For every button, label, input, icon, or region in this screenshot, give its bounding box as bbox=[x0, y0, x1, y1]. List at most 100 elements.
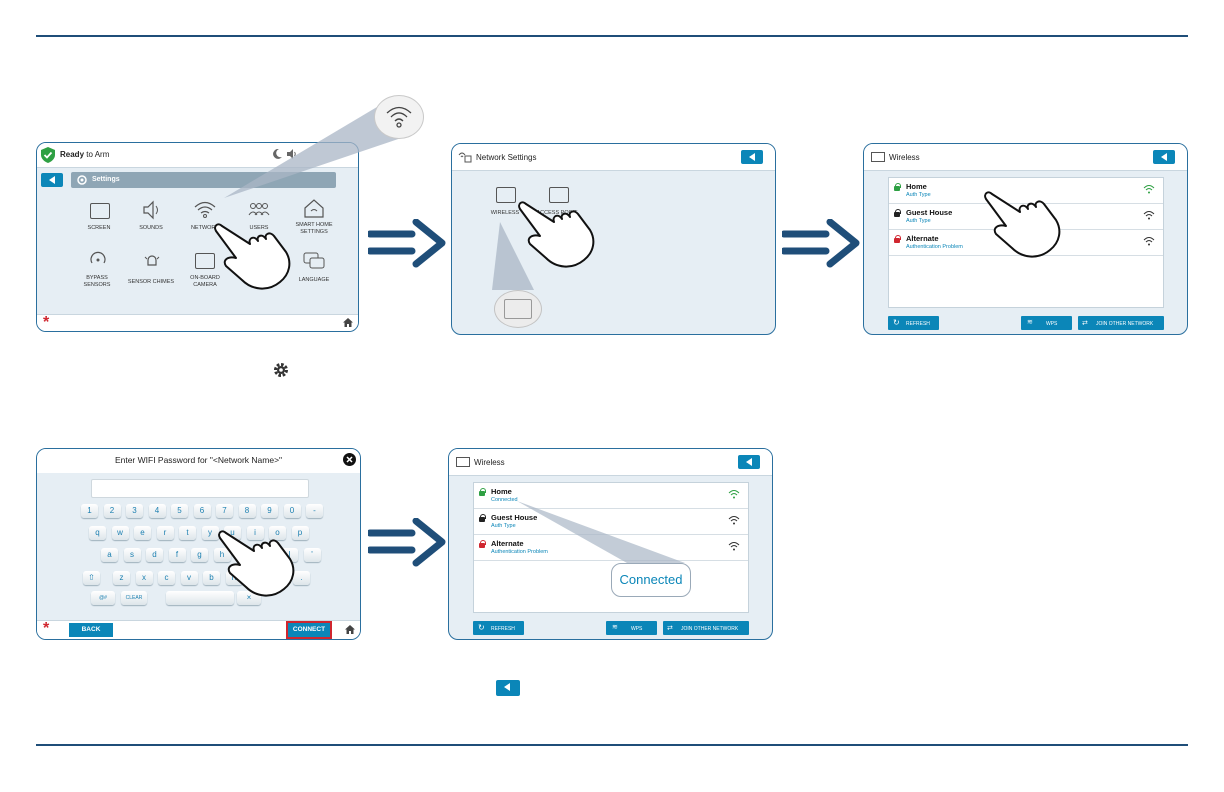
keyboard-key[interactable]: g bbox=[191, 548, 208, 562]
keyboard-key[interactable]: f bbox=[168, 548, 186, 562]
shift-key[interactable]: ⇧ bbox=[83, 571, 100, 585]
keyboard-key[interactable]: v bbox=[180, 571, 198, 585]
refresh-button[interactable]: ↻REFRESH bbox=[888, 316, 939, 330]
users-icon bbox=[248, 203, 270, 216]
settings-item-label: NETWORK bbox=[190, 225, 220, 231]
keyboard-key[interactable]: 5 bbox=[171, 504, 188, 518]
bottom-bar: * BACK CONNECT bbox=[37, 620, 360, 639]
home-icon[interactable] bbox=[343, 318, 353, 327]
space-key[interactable] bbox=[166, 591, 234, 605]
screen-icon bbox=[90, 203, 110, 219]
keyboard-key[interactable]: 9 bbox=[261, 504, 278, 518]
keyboard-key[interactable]: ' bbox=[303, 548, 321, 562]
lock-icon bbox=[894, 235, 901, 243]
swap-icon: ⇄ bbox=[667, 625, 673, 632]
keyboard-key[interactable]: i bbox=[246, 526, 264, 540]
emergency-icon[interactable]: * bbox=[43, 620, 50, 637]
bottom-bar: * bbox=[37, 314, 358, 331]
network-auth: Authentication Problem bbox=[491, 549, 548, 555]
keyboard-key[interactable]: z bbox=[113, 571, 130, 585]
emergency-icon[interactable]: * bbox=[43, 314, 50, 331]
password-input[interactable] bbox=[91, 479, 309, 498]
connect-button[interactable]: CONNECT bbox=[286, 621, 332, 639]
network-row-alternate[interactable]: Alternate Authentication Problem bbox=[474, 535, 748, 561]
bypass-icon bbox=[90, 251, 106, 264]
keyboard-key[interactable]: h bbox=[213, 548, 231, 562]
keyboard-key[interactable]: b bbox=[203, 571, 220, 585]
keyboard-key[interactable]: 1 bbox=[81, 504, 98, 518]
network-name: Alternate bbox=[906, 234, 939, 243]
zoom-callout bbox=[224, 104, 410, 198]
network-name: Guest House bbox=[491, 513, 538, 522]
pointing-hand-icon bbox=[984, 191, 1061, 258]
network-auth: Auth Type bbox=[906, 218, 931, 224]
shield-check-icon bbox=[41, 147, 55, 163]
delete-key[interactable]: × bbox=[237, 591, 261, 605]
gear-icon bbox=[274, 363, 288, 377]
keyboard-key[interactable]: 7 bbox=[216, 504, 233, 518]
keyboard-key[interactable]: o bbox=[269, 526, 286, 540]
settings-item-label: BYPASS SENSORS bbox=[83, 275, 111, 288]
keyboard-key[interactable]: c bbox=[158, 571, 175, 585]
pointing-hand-icon bbox=[218, 530, 295, 597]
settings-item-label: SCREEN bbox=[87, 225, 111, 231]
keyboard-key[interactable]: x bbox=[135, 571, 153, 585]
network-row-home[interactable]: Home Auth Type bbox=[889, 178, 1163, 204]
next-step-arrow bbox=[782, 219, 860, 268]
zoom-wifi-bubble bbox=[374, 95, 424, 139]
keyboard-key[interactable]: - bbox=[306, 504, 323, 518]
wifi-icon bbox=[194, 201, 216, 218]
pointing-hand-icon bbox=[214, 223, 291, 290]
network-name: Alternate bbox=[491, 539, 524, 548]
back-button[interactable]: BACK bbox=[69, 623, 113, 637]
network-name: Guest House bbox=[906, 208, 953, 217]
status-bar: Ready to Arm bbox=[37, 143, 358, 168]
keyboard-key[interactable]: s bbox=[123, 548, 141, 562]
home-icon[interactable] bbox=[345, 625, 355, 634]
symbols-key[interactable]: @# bbox=[91, 591, 115, 605]
refresh-button[interactable]: ↻REFRESH bbox=[473, 621, 524, 635]
back-button[interactable] bbox=[741, 150, 763, 164]
pointing-hand-icon bbox=[518, 201, 595, 268]
back-button[interactable] bbox=[41, 173, 63, 187]
option-label: ACCESS POINT bbox=[536, 210, 578, 216]
join-other-network-button[interactable]: ⇄JOIN OTHER NETWORK bbox=[1078, 316, 1164, 330]
speaker-icon bbox=[143, 200, 158, 220]
keyboard-key[interactable]: 3 bbox=[126, 504, 143, 518]
settings-item-label: USERS bbox=[249, 225, 269, 231]
keyboard-key[interactable]: d bbox=[146, 548, 163, 562]
title-bar: Network Settings bbox=[452, 144, 775, 171]
volume-icon[interactable] bbox=[287, 149, 297, 159]
network-row-guest[interactable]: Guest House Auth Type bbox=[474, 509, 748, 535]
back-button[interactable] bbox=[738, 455, 760, 469]
keyboard-key[interactable]: q bbox=[89, 526, 106, 540]
keyboard-key[interactable]: p bbox=[291, 526, 309, 540]
join-other-network-button[interactable]: ⇄JOIN OTHER NETWORK bbox=[663, 621, 749, 635]
keyboard-key[interactable]: w bbox=[111, 526, 129, 540]
keyboard-key[interactable]: a bbox=[101, 548, 118, 562]
language-icon bbox=[303, 252, 325, 269]
keyboard-key[interactable]: . bbox=[293, 571, 310, 585]
network-icon bbox=[458, 152, 472, 163]
wps-button[interactable]: ≋WPS bbox=[606, 621, 657, 635]
network-row-home[interactable]: Home Connected bbox=[474, 483, 748, 509]
keyboard-key[interactable]: y bbox=[201, 526, 219, 540]
keyboard-key[interactable]: t bbox=[179, 526, 196, 540]
wifi-icon bbox=[386, 106, 412, 128]
swap-icon: ⇄ bbox=[1082, 320, 1088, 327]
keyboard-key[interactable]: 2 bbox=[103, 504, 121, 518]
wireless-screen: Wireless Home Auth Type Guest House Auth… bbox=[863, 143, 1188, 335]
keyboard-key[interactable]: r bbox=[156, 526, 174, 540]
keyboard-key[interactable]: e bbox=[134, 526, 151, 540]
wps-button[interactable]: ≋WPS bbox=[1021, 316, 1072, 330]
back-button[interactable] bbox=[1153, 150, 1175, 164]
lock-icon bbox=[479, 488, 486, 496]
moon-icon[interactable] bbox=[273, 149, 282, 159]
close-icon[interactable] bbox=[343, 453, 356, 466]
wifi-signal-icon bbox=[1143, 185, 1155, 194]
keyboard-key[interactable]: 8 bbox=[238, 504, 256, 518]
keyboard-key[interactable]: 0 bbox=[283, 504, 301, 518]
keyboard-key[interactable]: 6 bbox=[193, 504, 211, 518]
keyboard-key[interactable]: 4 bbox=[148, 504, 166, 518]
clear-key[interactable]: CLEAR bbox=[121, 591, 147, 605]
